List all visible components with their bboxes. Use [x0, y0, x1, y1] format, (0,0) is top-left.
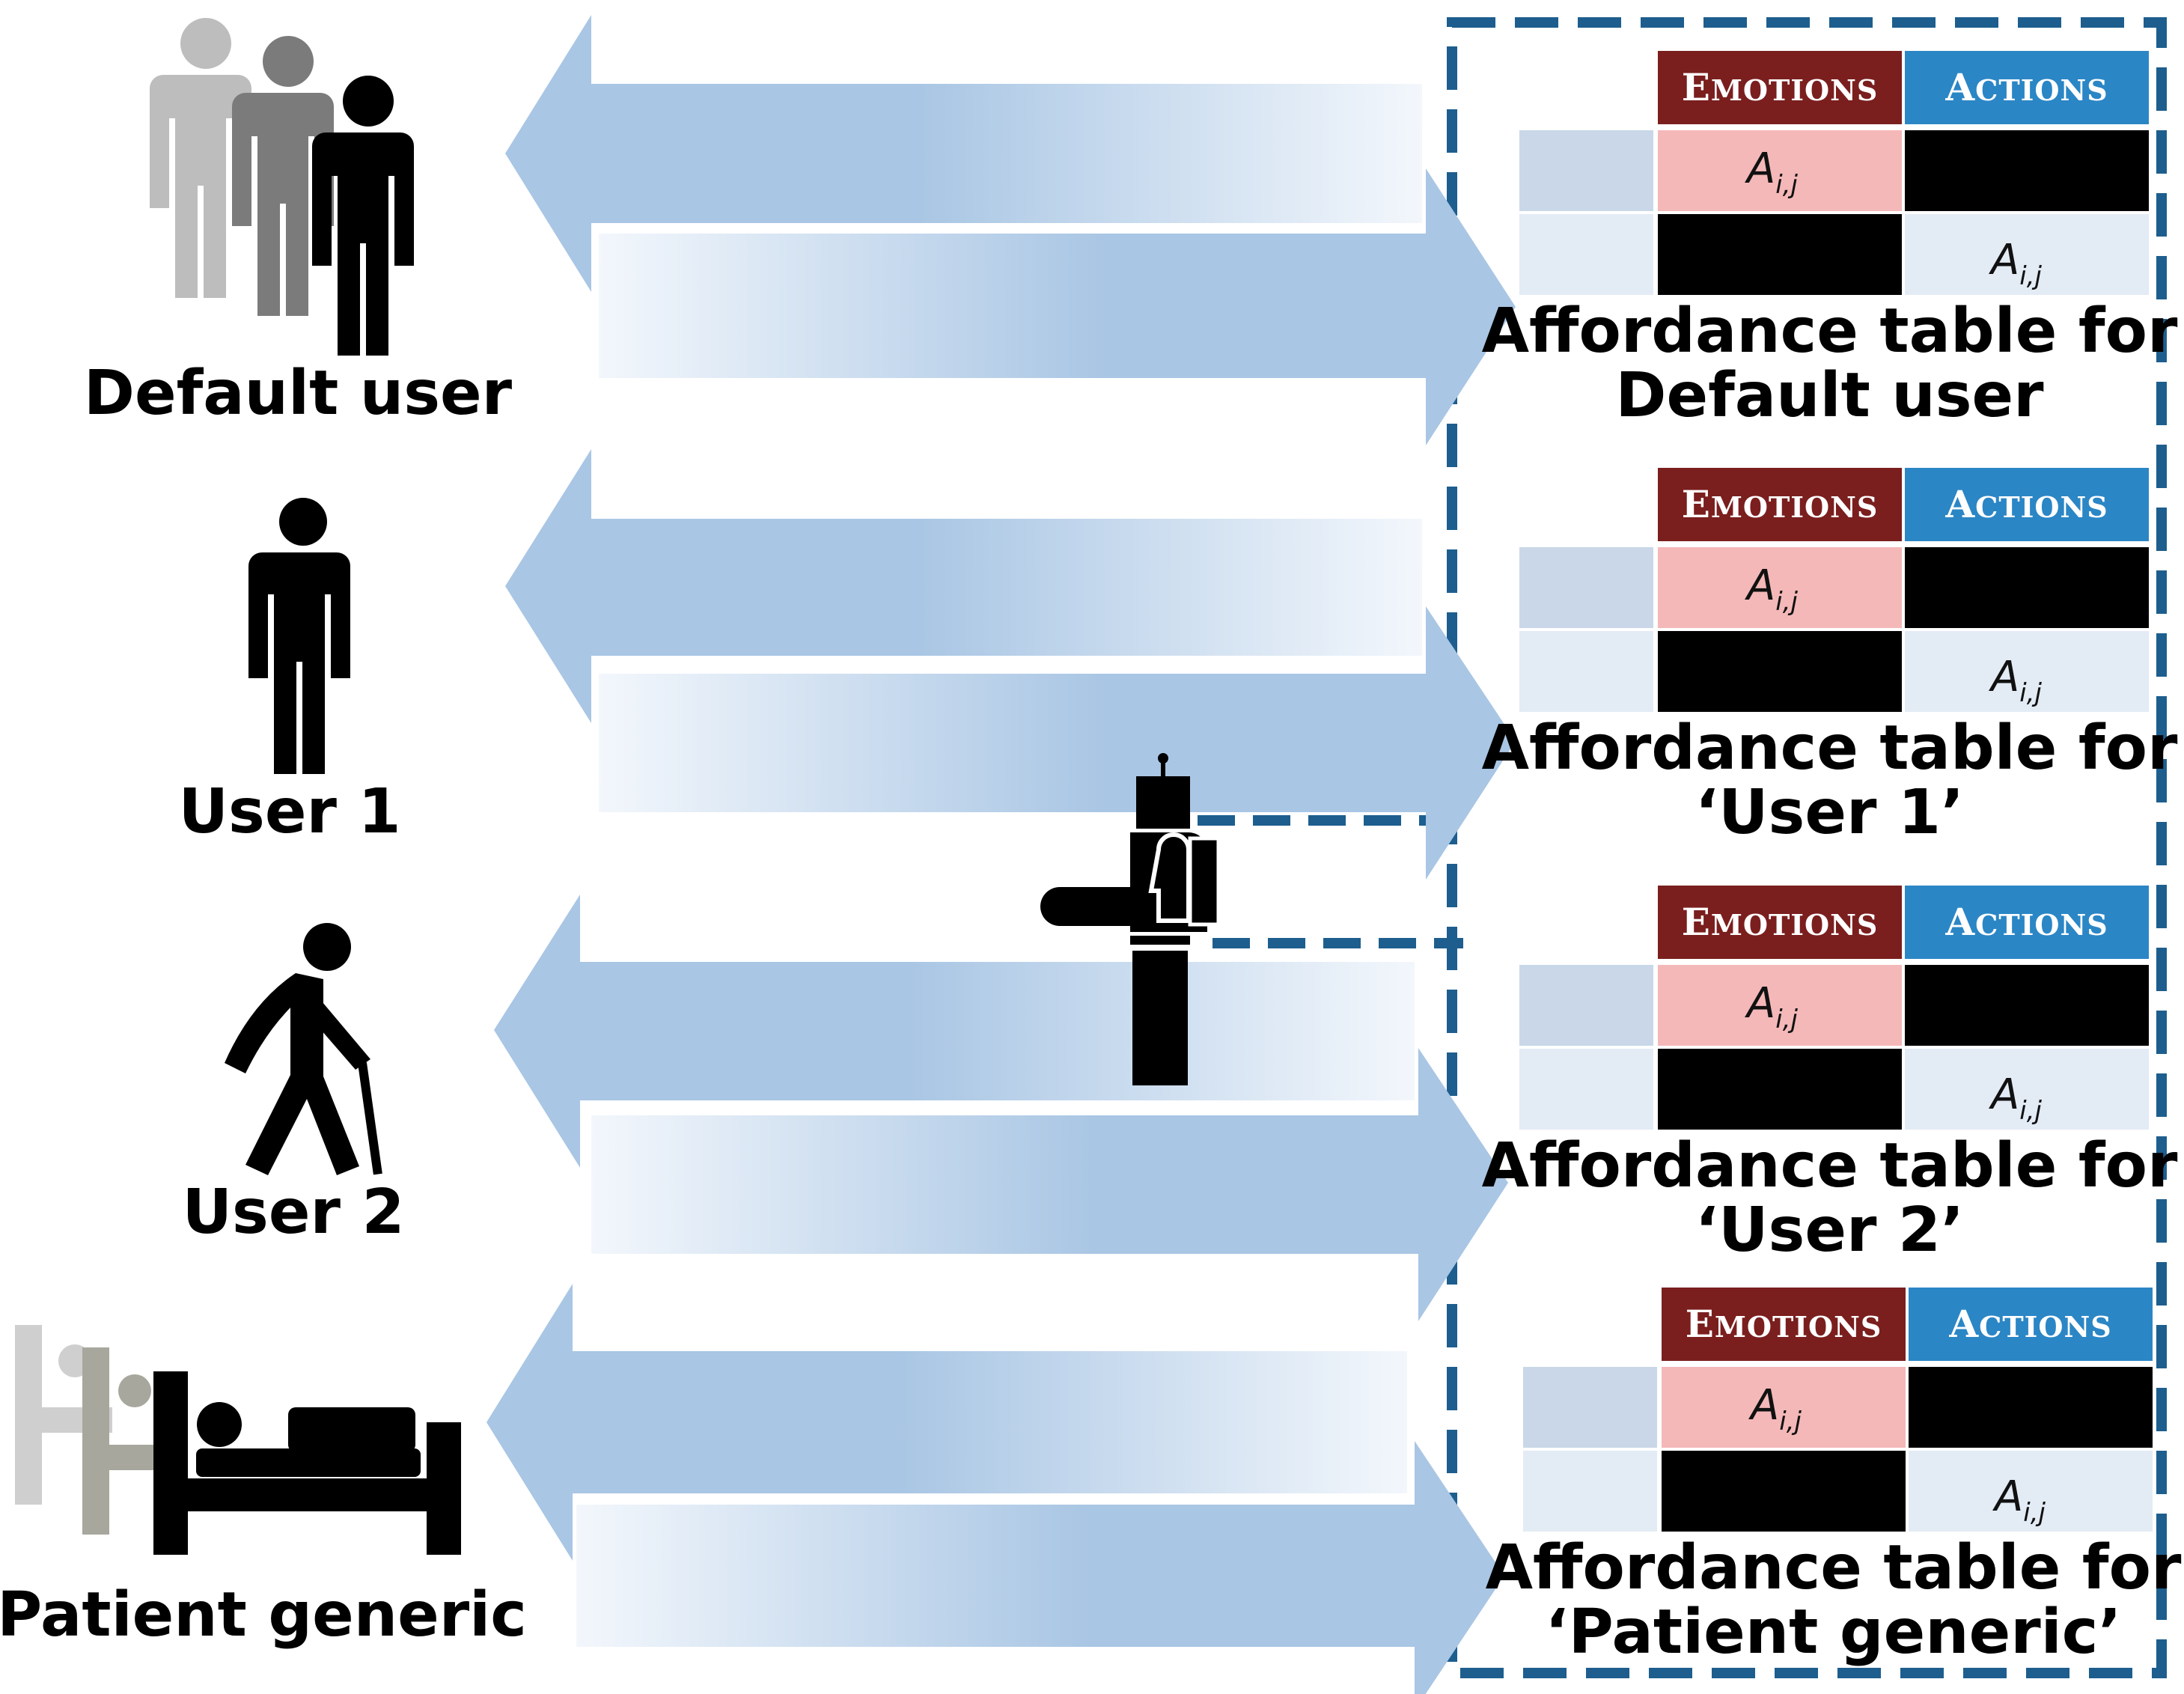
affordance-value: Ai,j	[1745, 561, 1799, 617]
row-header-1	[1519, 130, 1653, 211]
emotions-header	[1662, 1288, 1906, 1361]
affordance-cell-alt	[1905, 631, 2149, 712]
affordance-cell-alt	[1905, 1049, 2149, 1130]
affordance-table-title-line-2: ‘User 1’	[1695, 777, 1964, 848]
row-header-2	[1519, 1049, 1653, 1130]
emotions-header-label: EMOTIONS	[1686, 1302, 1882, 1346]
emotions-header-label: EMOTIONS	[1682, 482, 1879, 526]
affordance-value: Ai,j	[1989, 1070, 2043, 1126]
blocked-cell	[1658, 1049, 1902, 1130]
emotions-header	[1658, 886, 1902, 959]
arrow-to-table	[576, 1441, 1504, 1694]
blocked-cell	[1662, 1451, 1906, 1532]
affordance-table-title-line-1: Affordance table for	[1482, 296, 2178, 367]
arrow-to-table	[591, 1048, 1508, 1321]
emotions-header	[1658, 51, 1902, 124]
blocked-cell	[1905, 547, 2149, 628]
affordance-table-title-line-2: ‘User 2’	[1695, 1195, 1964, 1266]
affordance-cell	[1662, 1367, 1906, 1448]
robot-icon	[1040, 753, 1221, 1085]
blocked-cell	[1905, 130, 2149, 211]
arrow-to-user	[505, 449, 1422, 723]
arrow-pair-user-2	[494, 895, 1508, 1321]
emotions-header	[1658, 468, 1902, 541]
actions-header-label: ACTIONS	[1944, 65, 2108, 109]
emotions-header-label: EMOTIONS	[1682, 900, 1879, 944]
affordance-tables-dashed-frame	[1447, 17, 2167, 1678]
actions-header-label: ACTIONS	[1944, 900, 2108, 944]
affordance-value: Ai,j	[1992, 1472, 2046, 1528]
arrow-to-table	[599, 606, 1516, 880]
user-label-user-2: User 2	[182, 1177, 404, 1248]
affordance-value: Ai,j	[1745, 979, 1799, 1035]
row-header-2	[1519, 631, 1653, 712]
affordance-cell	[1658, 965, 1902, 1046]
affordance-table-title-line-2: ‘Patient generic’	[1545, 1597, 2121, 1668]
actions-header	[1905, 886, 2149, 959]
row-header-1	[1519, 547, 1653, 628]
user-label-patient-generic: Patient generic	[0, 1579, 527, 1651]
elderly-person-with-cane-icon	[225, 923, 382, 1175]
arrow-to-user	[505, 15, 1422, 292]
actions-header-label: ACTIONS	[1948, 1302, 2111, 1346]
arrow-pair-user-1	[505, 449, 1516, 880]
user-label-default: Default user	[84, 358, 513, 429]
blocked-cell	[1658, 631, 1902, 712]
group-of-people-icon	[150, 18, 414, 356]
blocked-cell	[1658, 214, 1902, 295]
blocked-cell	[1909, 1367, 2153, 1448]
affordance-cell-alt	[1905, 214, 2149, 295]
arrow-to-user	[486, 1284, 1407, 1561]
affordance-value: Ai,j	[1989, 653, 2043, 708]
arrow-pair-default-user	[505, 15, 1516, 445]
affordance-cell	[1658, 130, 1902, 211]
row-header-1	[1519, 965, 1653, 1046]
affordance-cell	[1658, 547, 1902, 628]
row-header-2	[1523, 1451, 1657, 1532]
affordance-table-title-line-2: Default user	[1615, 360, 2044, 431]
affordance-value: Ai,j	[1748, 1381, 1802, 1436]
robot-connector-dashed-line	[1198, 815, 1463, 948]
affordance-value: Ai,j	[1745, 144, 1799, 200]
emotions-header-label: EMOTIONS	[1682, 65, 1879, 109]
affordance-table-title-line-1: Affordance table for	[1482, 1130, 2178, 1201]
arrow-to-table	[599, 168, 1516, 445]
arrow-pair-patient-generic	[486, 1284, 1504, 1694]
affordance-table-title-line-1: Affordance table for	[1486, 1532, 2182, 1603]
standing-person-icon	[248, 498, 350, 774]
actions-header-label: ACTIONS	[1944, 482, 2108, 526]
actions-header	[1905, 51, 2149, 124]
user-label-user-1: User 1	[178, 776, 400, 847]
affordance-table-title-line-1: Affordance table for	[1482, 713, 2178, 784]
actions-header	[1909, 1288, 2153, 1361]
affordance-value: Ai,j	[1989, 236, 2043, 291]
affordance-cell-alt	[1909, 1451, 2153, 1532]
row-header-1	[1523, 1367, 1657, 1448]
actions-header	[1905, 468, 2149, 541]
patient-in-bed-icon	[15, 1325, 461, 1555]
blocked-cell	[1905, 965, 2149, 1046]
row-header-2	[1519, 214, 1653, 295]
